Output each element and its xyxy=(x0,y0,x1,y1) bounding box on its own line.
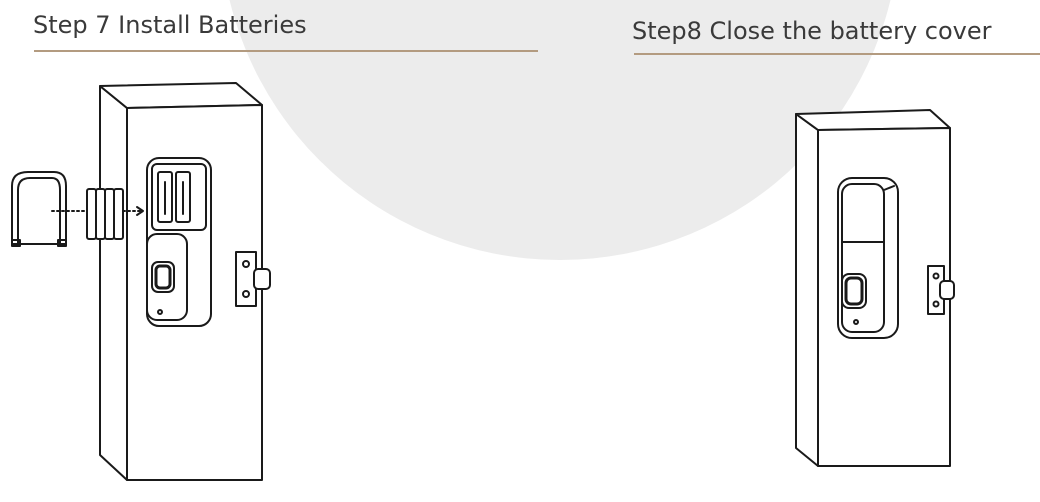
battery-pack-icon xyxy=(86,188,124,240)
insert-arrow-icon xyxy=(51,206,144,216)
latch-plate xyxy=(927,265,955,315)
door-lock-battery-install-icon xyxy=(11,82,271,481)
lock-body xyxy=(146,157,212,327)
door-lock-cover-closed-icon xyxy=(795,109,955,467)
lock-body xyxy=(837,177,899,339)
step-8-divider xyxy=(634,53,1040,55)
step-7-title: Step 7 Install Batteries xyxy=(33,11,307,39)
step-8-title: Step8 Close the battery cover xyxy=(632,17,992,45)
battery-cover-icon xyxy=(11,171,67,247)
latch-plate xyxy=(235,251,271,307)
step-7-divider xyxy=(34,50,538,52)
